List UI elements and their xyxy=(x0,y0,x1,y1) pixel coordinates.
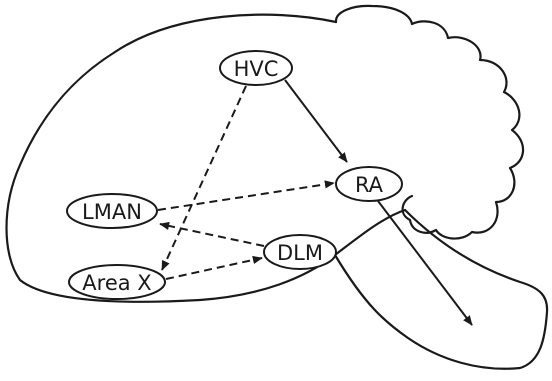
node-lman-label: LMAN xyxy=(82,200,142,224)
connections xyxy=(158,80,472,325)
edge-areax-to-dlm xyxy=(166,258,262,279)
edge-dlm-to-lman xyxy=(160,224,264,246)
node-areax: Area X xyxy=(69,265,165,299)
edge-hvc-to-areax xyxy=(162,86,246,270)
edge-ra-to-output xyxy=(378,201,472,325)
node-hvc: HVC xyxy=(220,51,292,85)
node-ra: RA xyxy=(336,167,402,201)
cerebellum-outline xyxy=(336,6,523,239)
node-lman: LMAN xyxy=(67,194,157,228)
node-ra-label: RA xyxy=(355,173,384,197)
node-dlm-label: DLM xyxy=(277,241,323,265)
edge-hvc-to-ra xyxy=(285,80,347,162)
node-areax-label: Area X xyxy=(82,271,151,295)
edge-lman-to-ra xyxy=(158,183,334,210)
node-dlm: DLM xyxy=(264,235,336,269)
node-hvc-label: HVC xyxy=(234,57,279,81)
brainstem-outline xyxy=(335,210,547,369)
nuclei: HVC RA LMAN DLM Area X xyxy=(67,51,402,299)
